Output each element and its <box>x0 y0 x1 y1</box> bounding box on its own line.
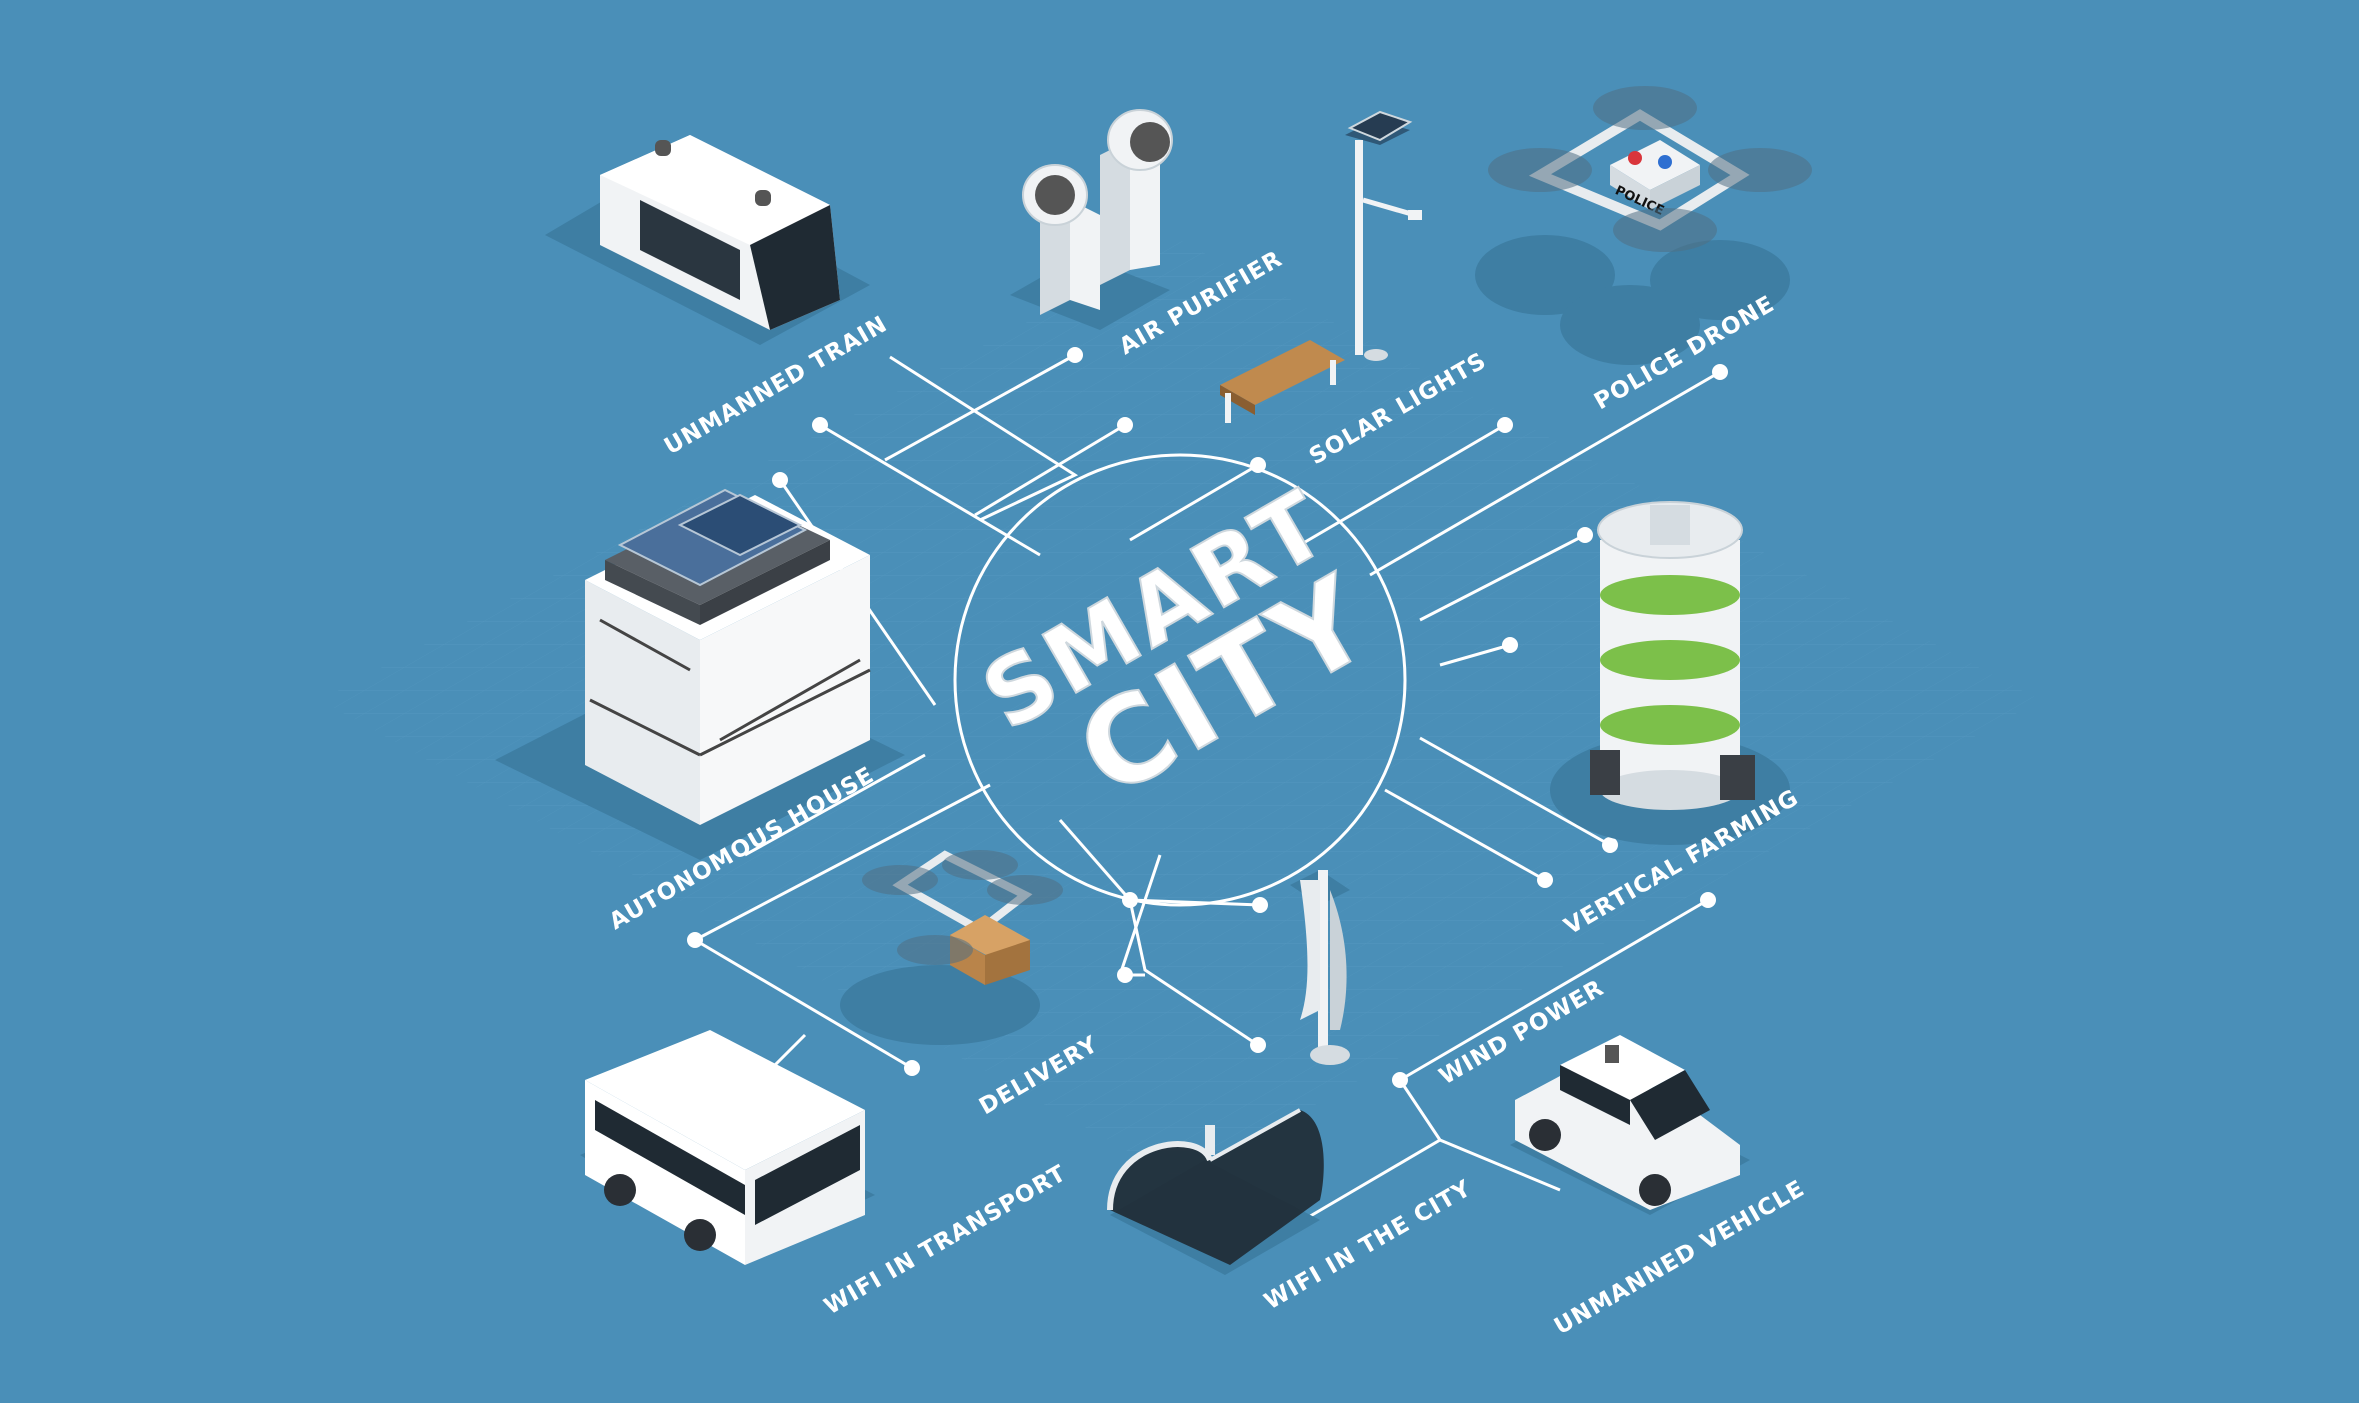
air-purifier-icon <box>1010 109 1173 330</box>
delivery-drone-icon <box>840 850 1063 1045</box>
car-icon <box>1510 1035 1750 1215</box>
bus-icon <box>580 1030 875 1265</box>
wind-turbine-icon <box>1290 870 1350 1065</box>
house-icon <box>495 488 905 860</box>
train-icon <box>545 135 870 345</box>
shelter-icon <box>1107 1108 1324 1275</box>
bench-icon <box>1220 340 1345 423</box>
police-drone-icon: POLICE <box>1475 86 1812 365</box>
title-circle <box>953 453 1407 907</box>
solar-light-icon <box>1345 110 1422 361</box>
connector-lines <box>687 347 1728 1227</box>
farm-tower-icon <box>1550 501 1790 845</box>
ground-grid <box>320 240 2040 1180</box>
